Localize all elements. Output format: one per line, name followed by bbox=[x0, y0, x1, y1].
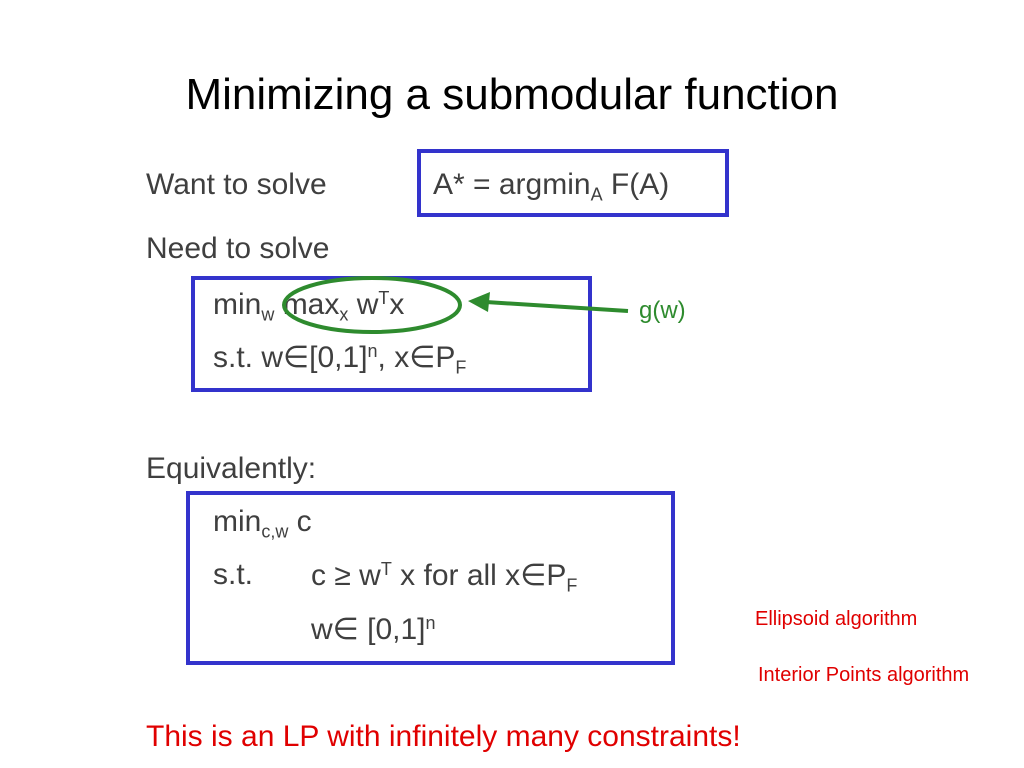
minmax-line-1: minw maxx wTx bbox=[213, 288, 405, 325]
minmax-line-2: s.t. w∈[0,1]n, x∈PF bbox=[213, 341, 467, 378]
annotation-arrowhead-icon bbox=[468, 292, 490, 312]
lp-box bbox=[186, 491, 675, 665]
lp-line-2-st: s.t. bbox=[213, 558, 254, 591]
slide-title: Minimizing a submodular function bbox=[185, 70, 839, 119]
want-to-solve-label: Want to solve bbox=[146, 168, 327, 201]
equivalently-label: Equivalently: bbox=[146, 452, 317, 485]
lp-line-1: minc,w c bbox=[213, 505, 312, 542]
ellipsoid-note: Ellipsoid algorithm bbox=[755, 608, 918, 630]
lp-infinite-constraints-note: This is an LP with infinitely many const… bbox=[146, 720, 741, 753]
annotation-arrow-shaft bbox=[485, 300, 629, 313]
lp-line-2: c ≥ wT x for all x∈PF bbox=[311, 559, 578, 596]
lp-line-3: w∈ [0,1]n bbox=[311, 613, 436, 646]
need-to-solve-label: Need to solve bbox=[146, 232, 330, 265]
max-term-ellipse bbox=[282, 276, 462, 334]
g-of-w-label: g(w) bbox=[639, 297, 686, 324]
objective-box bbox=[417, 149, 729, 217]
objective-formula: A* = argminA F(A) bbox=[433, 168, 670, 205]
interior-points-note: Interior Points algorithm bbox=[758, 664, 970, 686]
